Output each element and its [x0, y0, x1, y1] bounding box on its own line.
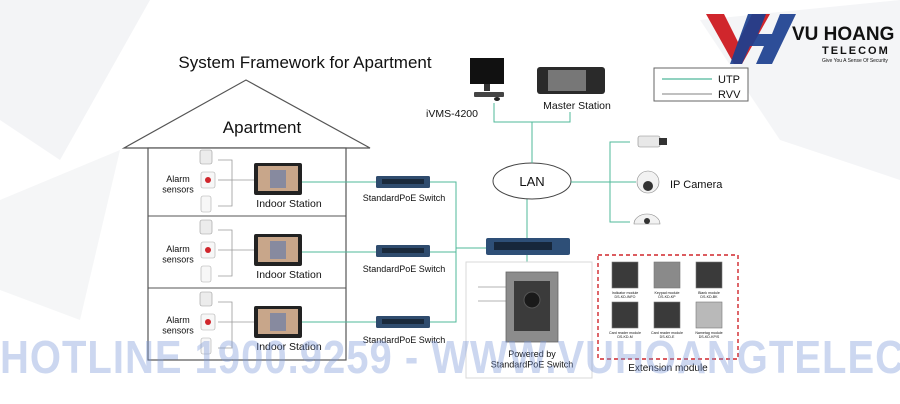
dome-camera-lens [644, 218, 650, 224]
legend-box [653, 67, 749, 102]
poe-switch-ports [382, 319, 424, 324]
module-icon [695, 301, 723, 329]
building-roof [121, 79, 371, 149]
ptz-camera [636, 170, 660, 194]
ivms-label: iVMS-4200 [426, 108, 478, 120]
ip-camera-label: IP Camera [670, 179, 723, 191]
background-shard [0, 0, 150, 160]
module-icon [695, 261, 723, 289]
switch-label: StandardPoE Switch [363, 335, 446, 345]
floor-switch-1: StandardPoE Switch [363, 176, 446, 203]
emergency-button-dot [205, 177, 211, 183]
dome-camera [633, 213, 661, 225]
legend-utp-label: UTP [718, 74, 740, 86]
indoor-station-label: Indoor Station [256, 269, 322, 281]
ivms-pc: iVMS-4200 [426, 58, 504, 120]
poe-switch-ports [382, 248, 424, 253]
mouse-icon [494, 97, 500, 101]
indoor-station-label: Indoor Station [256, 341, 322, 353]
poe-switch-ports [382, 179, 424, 184]
main-poe-switch [486, 238, 570, 255]
door-station-camera-icon [523, 291, 541, 309]
monitor-icon [470, 58, 504, 84]
box-camera-icon [637, 135, 661, 148]
floor-switch-3: StandardPoE Switch [363, 316, 446, 345]
logo-name: VU HOANG [792, 24, 894, 45]
module-icon [611, 301, 639, 329]
floor-switch-2: StandardPoE Switch [363, 245, 446, 274]
monitor-stand [484, 84, 490, 91]
switch-label: StandardPoE Switch [363, 193, 446, 203]
lan-label: LAN [519, 174, 544, 189]
logo-tagline: Give You A Sense Of Security [822, 58, 888, 64]
box-camera-lens [659, 138, 667, 145]
emergency-button-dot [205, 319, 211, 325]
line-legend: UTP RVV [653, 67, 749, 102]
master-station-label: Master Station [543, 100, 611, 112]
indoor-station-screen-figure [270, 241, 286, 259]
background-shard [0, 150, 120, 320]
motion-sensor-icon [199, 219, 213, 235]
rvv-wire [218, 229, 233, 277]
door-sensor-icon [200, 265, 212, 283]
logo-h-icon [730, 14, 796, 64]
diagram-title: System Framework for Apartment [178, 53, 431, 72]
motion-sensor-icon [199, 149, 213, 165]
box-camera [637, 135, 667, 148]
logo-sub: TELECOM [822, 45, 890, 57]
building-body [147, 147, 347, 361]
motion-sensor-icon [199, 291, 213, 307]
legend-rvv-label: RVV [718, 89, 741, 101]
door-sensor-icon [200, 195, 212, 213]
emergency-button-dot [205, 247, 211, 253]
switch-label: StandardPoE Switch [363, 264, 446, 274]
keyboard-icon [474, 92, 504, 97]
door-sensor-icon [200, 337, 212, 355]
extension-label: Extension module [628, 363, 708, 374]
rvv-wire [218, 301, 233, 349]
module-icon [611, 261, 639, 289]
module-icon [653, 301, 681, 329]
main-switch-ports [494, 242, 552, 250]
building-label: Apartment [223, 118, 302, 137]
master-station: Master Station [537, 67, 611, 112]
rvv-wire [218, 159, 233, 207]
master-station-screen [548, 70, 586, 91]
ptz-camera-lens [643, 181, 653, 191]
module-icon [653, 261, 681, 289]
indoor-station-screen-figure [270, 170, 286, 188]
indoor-station-screen-figure [270, 313, 286, 331]
vu-hoang-logo: VU HOANG TELECOM Give You A Sense Of Sec… [706, 14, 894, 64]
indoor-station-label: Indoor Station [256, 198, 322, 210]
apartment-building: Apartment [121, 79, 371, 361]
